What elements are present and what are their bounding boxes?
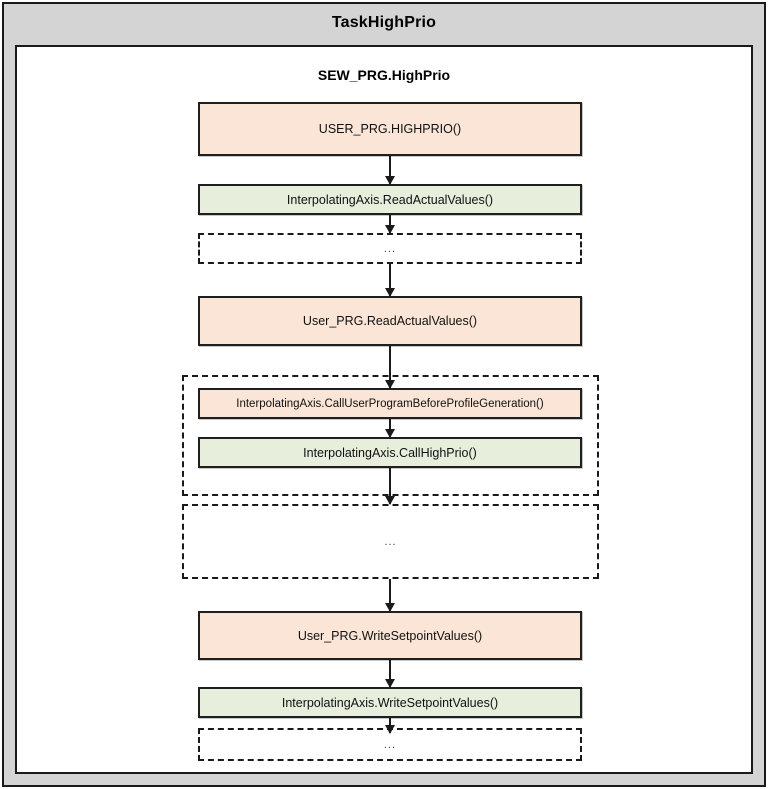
connector-arrow-1 (385, 156, 395, 185)
connector-arrow-3 (385, 264, 395, 297)
flow-placeholder-2: ... (198, 728, 582, 761)
flow-canvas: USER_PRG.HIGHPRIO() InterpolatingAxis.Re… (17, 47, 755, 776)
flow-node-user-prg-write-setpoint[interactable]: User_PRG.WriteSetpointValues() (198, 611, 582, 660)
connector-arrow-6 (385, 468, 395, 505)
connector-arrow-2 (385, 215, 395, 234)
task-title: TaskHighPrio (331, 14, 437, 31)
flow-node-user-prg-read-actual-values[interactable]: User_PRG.ReadActualValues() (198, 296, 582, 346)
flow-node-ia-call-user-program[interactable]: InterpolatingAxis.CallUserProgramBeforeP… (198, 388, 582, 419)
program-panel: SEW_PRG.HighPrio USER_PRG.HIGHPRIO() Int… (15, 45, 753, 774)
flow-node-user-prg-highprio[interactable]: USER_PRG.HIGHPRIO() (198, 102, 582, 156)
connector-arrow-4 (385, 346, 395, 389)
flow-node-ia-write-setpoint[interactable]: InterpolatingAxis.WriteSetpointValues() (198, 687, 582, 718)
flow-placeholder-1: ... (198, 233, 582, 264)
flow-node-ia-call-high-prio[interactable]: InterpolatingAxis.CallHighPrio() (198, 437, 582, 468)
program-title: SEW_PRG.HighPrio (317, 67, 451, 83)
flow-group-placeholder: ... (182, 504, 599, 579)
flow-node-ia-read-actual-values[interactable]: InterpolatingAxis.ReadActualValues() (198, 184, 582, 215)
connector-arrow-8 (385, 660, 395, 688)
connector-arrow-5 (385, 419, 395, 438)
connector-arrow-7 (385, 579, 395, 612)
